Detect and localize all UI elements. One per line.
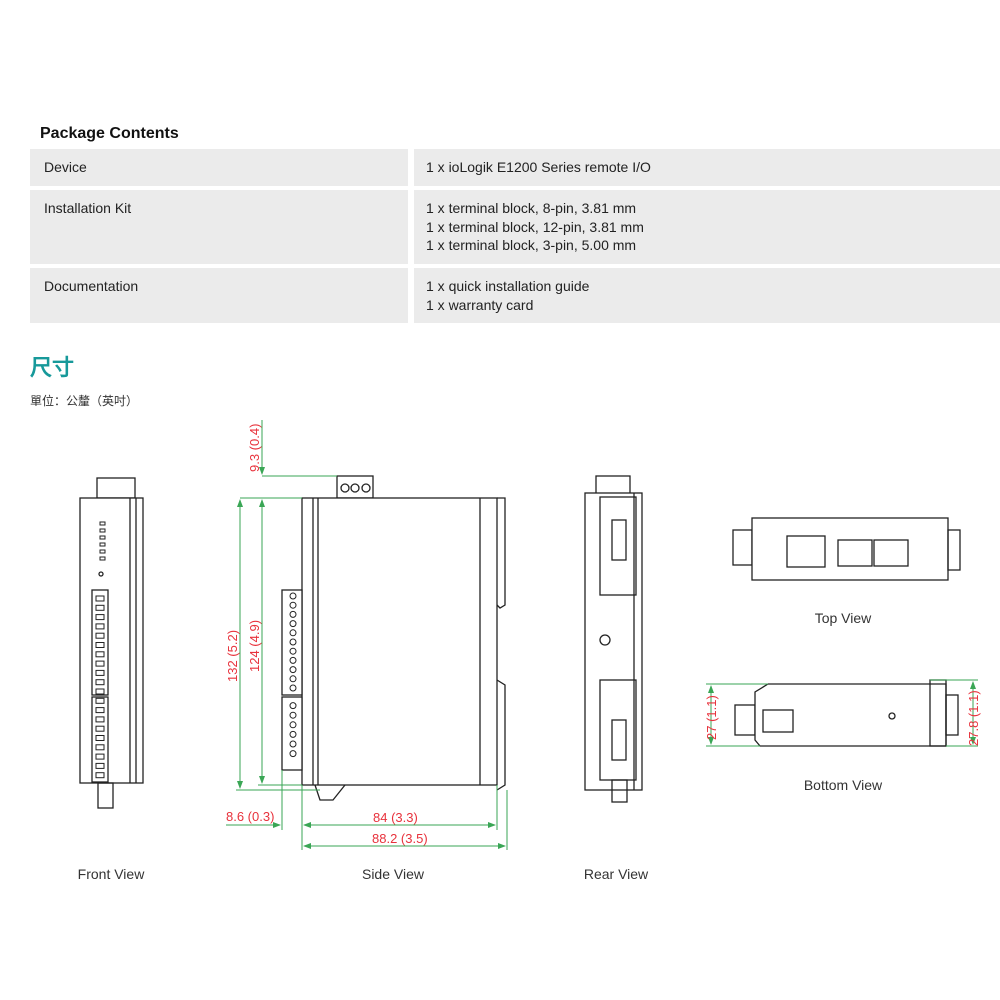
table-row: Documentation 1 x quick installation gui…: [30, 268, 1000, 323]
item-cell: Installation Kit: [30, 190, 408, 264]
dim-27: 27 (1.1): [704, 695, 719, 740]
terminal-slot: [95, 632, 105, 639]
terminal-pin: [289, 647, 297, 655]
terminal-slot: [95, 716, 105, 723]
led-indicator: [99, 549, 106, 554]
content-line: 1 x terminal block, 12-pin, 3.81 mm: [426, 218, 644, 235]
bottom-view-drawing: [734, 679, 959, 747]
dim-8-6: 8.6 (0.3): [226, 809, 274, 824]
dim-84: 84 (3.3): [373, 810, 418, 825]
bottom-view-label: Bottom View: [804, 777, 883, 793]
terminal-pin: [289, 592, 297, 600]
terminal-slot: [95, 744, 105, 751]
led-indicator: [99, 535, 106, 540]
terminal-pin: [289, 620, 297, 628]
terminal-pin: [289, 711, 297, 719]
terminal-pin: [289, 675, 297, 683]
content-line: 1 x terminal block, 3-pin, 5.00 mm: [426, 237, 637, 253]
table-row: Device 1 x ioLogik E1200 Series remote I…: [30, 149, 1000, 186]
dim-27-8: 27.8 (1.1): [966, 690, 981, 746]
terminal-pin: [289, 629, 297, 637]
terminal-slot: [95, 772, 105, 779]
terminal-slot: [95, 679, 105, 686]
terminal-pin: [289, 721, 297, 729]
top-view-drawing: [732, 517, 961, 581]
terminal-pin: [289, 702, 297, 710]
terminal-pin: [289, 666, 297, 674]
front-view-drawing: [79, 477, 144, 809]
terminal-slot: [95, 595, 105, 602]
item-cell: Documentation: [30, 268, 408, 323]
terminal-slot: [95, 697, 105, 704]
content-line: 1 x terminal block, 8-pin, 3.81 mm: [426, 200, 637, 216]
dim-124: 124 (4.9): [247, 620, 262, 672]
terminal-slot: [95, 753, 105, 760]
terminal-pin: [289, 656, 297, 664]
terminal-pin: [289, 750, 297, 758]
dim-9-3: 9.3 (0.4): [247, 424, 262, 472]
side-view-label: Side View: [362, 866, 425, 882]
table-row: Installation Kit 1 x terminal block, 8-p…: [30, 190, 1000, 264]
terminal-pin: [289, 730, 297, 738]
terminal-slot: [95, 735, 105, 741]
side-view-drawing: [281, 475, 506, 801]
led-indicator: [99, 542, 106, 547]
dim-132: 132 (5.2): [225, 630, 240, 682]
dimension-lines: [226, 420, 978, 850]
led-indicator: [99, 521, 106, 526]
contents-cell: 1 x quick installation guide 1 x warrant…: [414, 268, 1000, 323]
terminal-slot: [95, 651, 105, 658]
led-indicator: [99, 556, 106, 561]
terminal-slot: [95, 688, 105, 695]
dim-88-2: 88.2 (3.5): [372, 831, 428, 846]
terminal-slot: [95, 660, 105, 667]
terminal-pin: [289, 638, 297, 646]
contents-cell: 1 x ioLogik E1200 Series remote I/O: [414, 149, 1000, 186]
terminal-slot: [95, 614, 105, 621]
terminal-slot: [95, 623, 105, 630]
rear-view-drawing: [584, 475, 643, 803]
rear-view-label: Rear View: [584, 866, 649, 882]
terminal-slot: [95, 762, 105, 769]
top-view-label: Top View: [815, 610, 872, 626]
terminal-slot: [95, 725, 105, 732]
terminal-pin: [289, 684, 297, 692]
terminal-pin: [289, 601, 297, 609]
terminal-pin: [289, 740, 297, 748]
content-line: 1 x ioLogik E1200 Series remote I/O: [426, 159, 651, 175]
terminal-pin: [289, 610, 297, 618]
terminal-slot: [95, 604, 105, 611]
item-cell: Device: [30, 149, 408, 186]
terminal-slot: [95, 642, 105, 648]
package-contents-title: Package Contents: [40, 125, 179, 142]
contents-cell: 1 x terminal block, 8-pin, 3.81 mm 1 x t…: [414, 190, 1000, 264]
front-view-label: Front View: [78, 866, 146, 882]
terminal-slot: [95, 707, 105, 714]
led-indicator: [99, 528, 106, 533]
content-line: 1 x quick installation guide: [426, 278, 590, 294]
unit-note: 單位：公釐（英吋）: [30, 394, 139, 408]
content-line: 1 x warranty card: [426, 296, 534, 313]
dimensions-heading: 尺寸: [30, 355, 75, 380]
terminal-slot: [95, 669, 105, 676]
